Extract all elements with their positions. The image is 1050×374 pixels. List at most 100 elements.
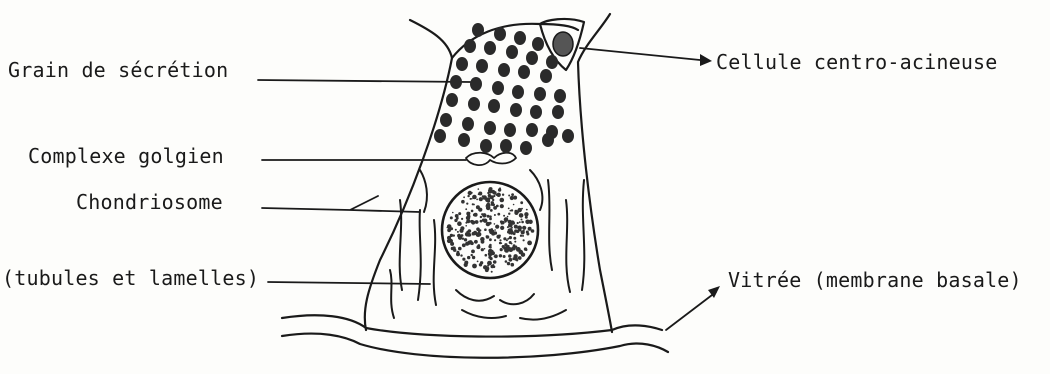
chromatin-speck [508,254,511,257]
secretion-granule [520,141,532,155]
secretion-granule [450,75,462,89]
chromatin-speck [491,201,494,204]
chromatin-speck [504,250,506,252]
chromatin-speck [526,209,528,211]
secretion-granule [446,93,458,107]
chromatin-speck [487,192,489,194]
chromatin-speck [461,218,463,220]
chromatin-speck [452,212,454,214]
chromatin-speck [455,229,457,231]
leader-grain [258,80,470,82]
secretion-granule [512,85,524,99]
chromatin-speck [516,230,519,233]
chromatin-speck [527,241,532,246]
chromatin-speck [479,197,483,201]
chromatin-speck [520,201,523,204]
chromatin-speck [508,195,510,197]
chromatin-speck [487,215,490,218]
secretion-granule [468,97,480,111]
secretion-granule [484,121,496,135]
chromatin-speck [474,213,478,217]
chromatin-speck [471,254,473,256]
secretion-granule [542,133,554,147]
nucleus-chromatin [447,187,535,273]
chromatin-speck [478,230,480,232]
chromatin-speck [503,215,505,217]
chromatin-speck [508,213,510,215]
chromatin-speck [460,226,464,230]
chromatin-speck [478,244,481,247]
secretion-granule [476,59,488,73]
chromatin-speck [511,193,514,196]
chromatin-speck [472,195,477,200]
chromatin-speck [525,249,527,251]
secretion-granule [434,129,446,143]
chromatin-speck [495,225,499,229]
chromatin-speck [521,219,523,221]
chromatin-speck [521,230,525,234]
chromatin-speck [500,226,504,230]
chromatin-speck [491,265,495,269]
chromatin-speck [470,242,473,245]
chromatin-speck [478,188,480,190]
chromatin-speck [468,219,470,221]
chromatin-speck [465,242,469,246]
chromatin-speck [516,259,518,261]
chromatin-speck [493,206,497,210]
chromatin-speck [512,246,516,250]
chromatin-speck [508,223,513,228]
chromatin-speck [518,256,522,260]
chromatin-speck [514,241,516,243]
chromatin-speck [485,205,487,207]
chromatin-speck [499,254,502,257]
chromatin-speck [524,227,526,229]
chromatin-speck [463,196,465,198]
chromatin-speck [485,268,489,272]
chromatin-speck [494,229,496,231]
secretion-granule [554,89,566,103]
chromatin-speck [493,260,497,264]
chromatin-speck [447,227,449,229]
chromatin-speck [471,210,474,213]
secretion-granule [562,129,574,143]
secretion-granule [546,55,558,69]
chromatin-speck [491,271,493,273]
label-grain-secretion: Grain de sécrétion [8,58,228,82]
chromatin-speck [450,216,453,219]
chromatin-speck [465,208,467,210]
chromatin-speck [508,208,510,210]
secretion-granule [484,41,496,55]
chromatin-speck [471,192,473,194]
secretion-granule [540,69,552,83]
chromatin-speck [472,256,475,259]
chromatin-speck [464,261,468,265]
label-complexe-golgien: Complexe golgien [28,144,224,168]
chromatin-speck [499,187,501,189]
chromatin-speck [517,222,519,224]
chromatin-speck [493,232,495,234]
chromatin-speck [520,235,522,237]
chromatin-speck [467,195,469,197]
leader-vitree [666,292,716,330]
secretion-granule [458,133,470,147]
chromatin-speck [507,238,509,240]
secretion-granule [456,57,468,71]
chromatin-speck [521,208,523,210]
label-vitree: Vitrée (membrane basale) [728,268,1022,292]
chromatin-speck [501,221,505,225]
chromatin-speck [527,233,529,235]
chromatin-speck [486,203,491,208]
chromatin-speck [504,217,509,222]
chromatin-speck [513,237,516,240]
chromatin-speck [477,232,482,237]
chromatin-speck [496,235,500,239]
chromatin-speck [500,198,505,203]
chromatin-speck [512,257,515,260]
chromatin-speck [471,220,475,224]
chromatin-speck [450,242,454,246]
chromatin-speck [480,220,483,223]
chromatin-speck [511,263,515,267]
secretion-granule [552,105,564,119]
chromatin-speck [480,238,483,241]
